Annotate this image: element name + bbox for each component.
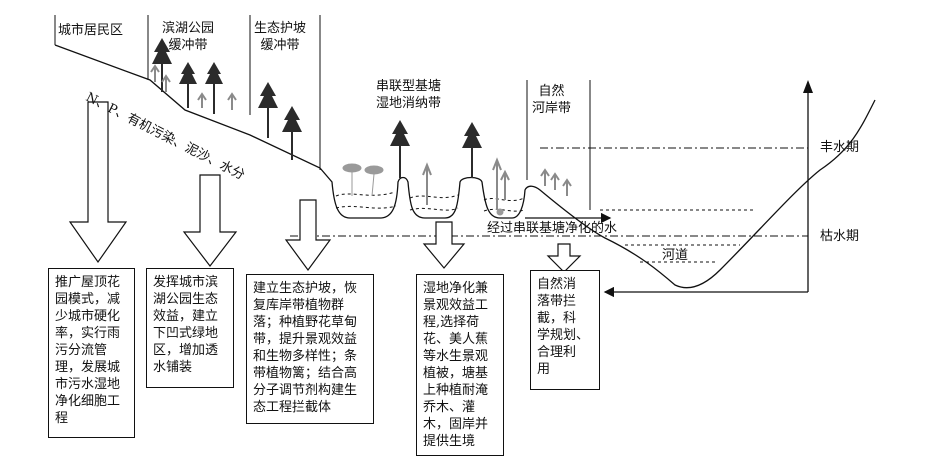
grass-tufts (150, 64, 572, 210)
box-city: 推广屋顶花园模式，减少城市硬化 率，实行雨污分流管理，发展城 市污水湿地净化细胞… (48, 268, 135, 438)
tree-slope-2 (282, 106, 302, 160)
pond-water-2 (335, 205, 397, 209)
tree-pond-1 (390, 120, 410, 178)
zone-label-lakeside: 滨湖公园 缓冲带 (162, 21, 215, 53)
terrain-profile (54, 44, 876, 289)
low-water-label: 枯水期 (820, 229, 860, 244)
pond-water-1 (335, 191, 396, 197)
axis-up-arrow (803, 80, 813, 93)
tree-pond-2 (462, 122, 482, 178)
box-pond: 湿地净化兼景观效益工程,选择荷 花、美人蕉等水生景观植被，塘基 上种植耐淹乔木、… (416, 274, 504, 456)
high-water-label: 丰水期 (820, 140, 860, 155)
pond-water-4 (409, 207, 459, 211)
pond-water-3 (409, 194, 459, 199)
box-eco-slope: 建立生态护坡，恢复库岸带植物群落；种植野花草甸 带，提升景观效益和生物多样性；条… (246, 274, 374, 424)
box-lakeside: 发挥城市滨湖公园生态效益，建立 下凹式绿地区，增加透水铺装 (146, 268, 234, 388)
box-riverbank: 自然消落带拦截，科 学规划、合理利用 (530, 270, 600, 390)
purified-water-label: 经过串联基塘净化的水 (487, 221, 618, 236)
down-arrow-city (68, 101, 128, 264)
down-arrow-lakeside (182, 174, 238, 267)
river-label: 河道 (662, 248, 689, 263)
zone-label-riverbank: 自然 河岸带 (532, 84, 572, 116)
tree-slope-1 (258, 82, 278, 138)
tree-lakeside-3 (205, 62, 223, 114)
pond-water-5 (483, 197, 525, 202)
tree-lakeside-2 (179, 62, 197, 108)
down-arrow-pond (422, 221, 466, 269)
zone-label-city: 城市居民区 (58, 23, 124, 38)
zone-label-pond: 串联型基塘 湿地消纳带 (376, 79, 442, 111)
tree-lakeside-1 (152, 38, 172, 92)
zone-label-eco-slope: 生态护坡 缓冲带 (254, 21, 307, 53)
down-arrow-slope (284, 199, 332, 272)
pond-water-6 (483, 208, 525, 212)
lotus-plants (342, 163, 504, 216)
down-arrow-riverbank (546, 243, 582, 273)
